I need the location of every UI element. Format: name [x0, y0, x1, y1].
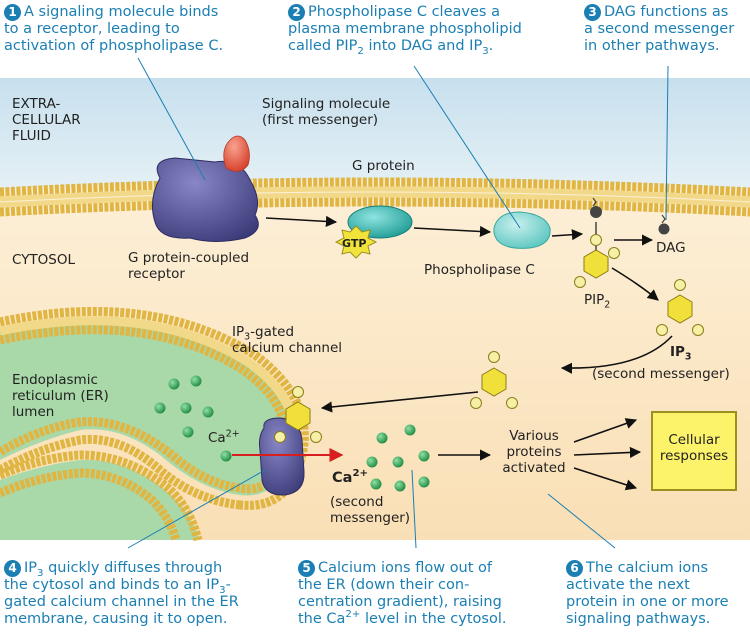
- step-5-number: 5: [298, 560, 315, 577]
- arrow-proteins-to-response-2: [573, 446, 642, 459]
- phospholipase-c: [493, 211, 551, 249]
- er-lumen: [0, 320, 292, 496]
- signaling-molecule: [223, 135, 250, 172]
- plasma-membrane: [0, 177, 750, 197]
- ca-lumen-label: Ca2+: [208, 428, 240, 446]
- calcium-ions-lumen: [154, 375, 232, 462]
- ip3-second-messenger-label: (second messenger): [592, 366, 730, 382]
- arrow-receptor-to-gprotein: [265, 215, 338, 228]
- signaling-molecule-label: Signaling molecule (first messenger): [262, 96, 391, 128]
- step-4-number: 4: [4, 560, 21, 577]
- dag-molecule: [658, 214, 670, 235]
- cellular-responses-box: [651, 411, 737, 491]
- calcium-ions-cytosol: [366, 424, 430, 492]
- extracellular-label: EXTRA- CELLULAR FLUID: [12, 96, 81, 144]
- step-3-number: 3: [584, 4, 601, 21]
- various-proteins-label: Various proteins activated: [502, 428, 566, 476]
- arrow-plc-to-pip: [551, 229, 584, 241]
- ip3-gated-calcium-channel: [259, 386, 322, 496]
- phospholipase-c-label: Phospholipase C: [424, 262, 535, 278]
- step-6-number: 6: [566, 560, 583, 577]
- arrow-ip3-diffuse: [560, 335, 673, 374]
- cytosol-label: CYTOSOL: [12, 252, 76, 268]
- step-2-number: 2: [288, 4, 305, 21]
- leader-lines: [127, 57, 669, 549]
- step-1-number: 1: [4, 4, 21, 21]
- channel-label: IP3-gated calcium channel: [232, 324, 343, 356]
- gpcr-label: G protein-coupled receptor: [128, 250, 250, 282]
- arrow-proteins-to-response-1: [573, 418, 638, 443]
- g-protein-label: G protein: [352, 158, 415, 174]
- ip3-label: IP3: [670, 344, 692, 363]
- gtp-label: GTP: [342, 237, 367, 250]
- g-protein-coupled-receptor: [151, 157, 259, 242]
- ip3-molecule: [656, 279, 704, 336]
- pip2-label: PIP2: [584, 292, 611, 311]
- arrow-ip3-to-channel: [320, 391, 479, 413]
- ca-second-messenger-label: (second messenger): [330, 494, 411, 526]
- cellular-responses-label: Cellular responses: [659, 432, 729, 464]
- gtp-badge: [334, 225, 378, 259]
- ip3-molecule-diffusing: [470, 351, 518, 409]
- g-protein: [347, 205, 413, 239]
- pip2-molecule: [574, 197, 620, 288]
- arrow-gprotein-to-plc: [413, 225, 492, 238]
- dag-label: DAG: [656, 240, 686, 256]
- ca-cytosol-label: Ca2+: [332, 468, 368, 486]
- er-lumen-label: Endoplasmic reticulum (ER) lumen: [12, 372, 109, 420]
- arrow-pip-to-ip3: [611, 267, 659, 301]
- arrow-proteins-to-response-3: [573, 467, 638, 491]
